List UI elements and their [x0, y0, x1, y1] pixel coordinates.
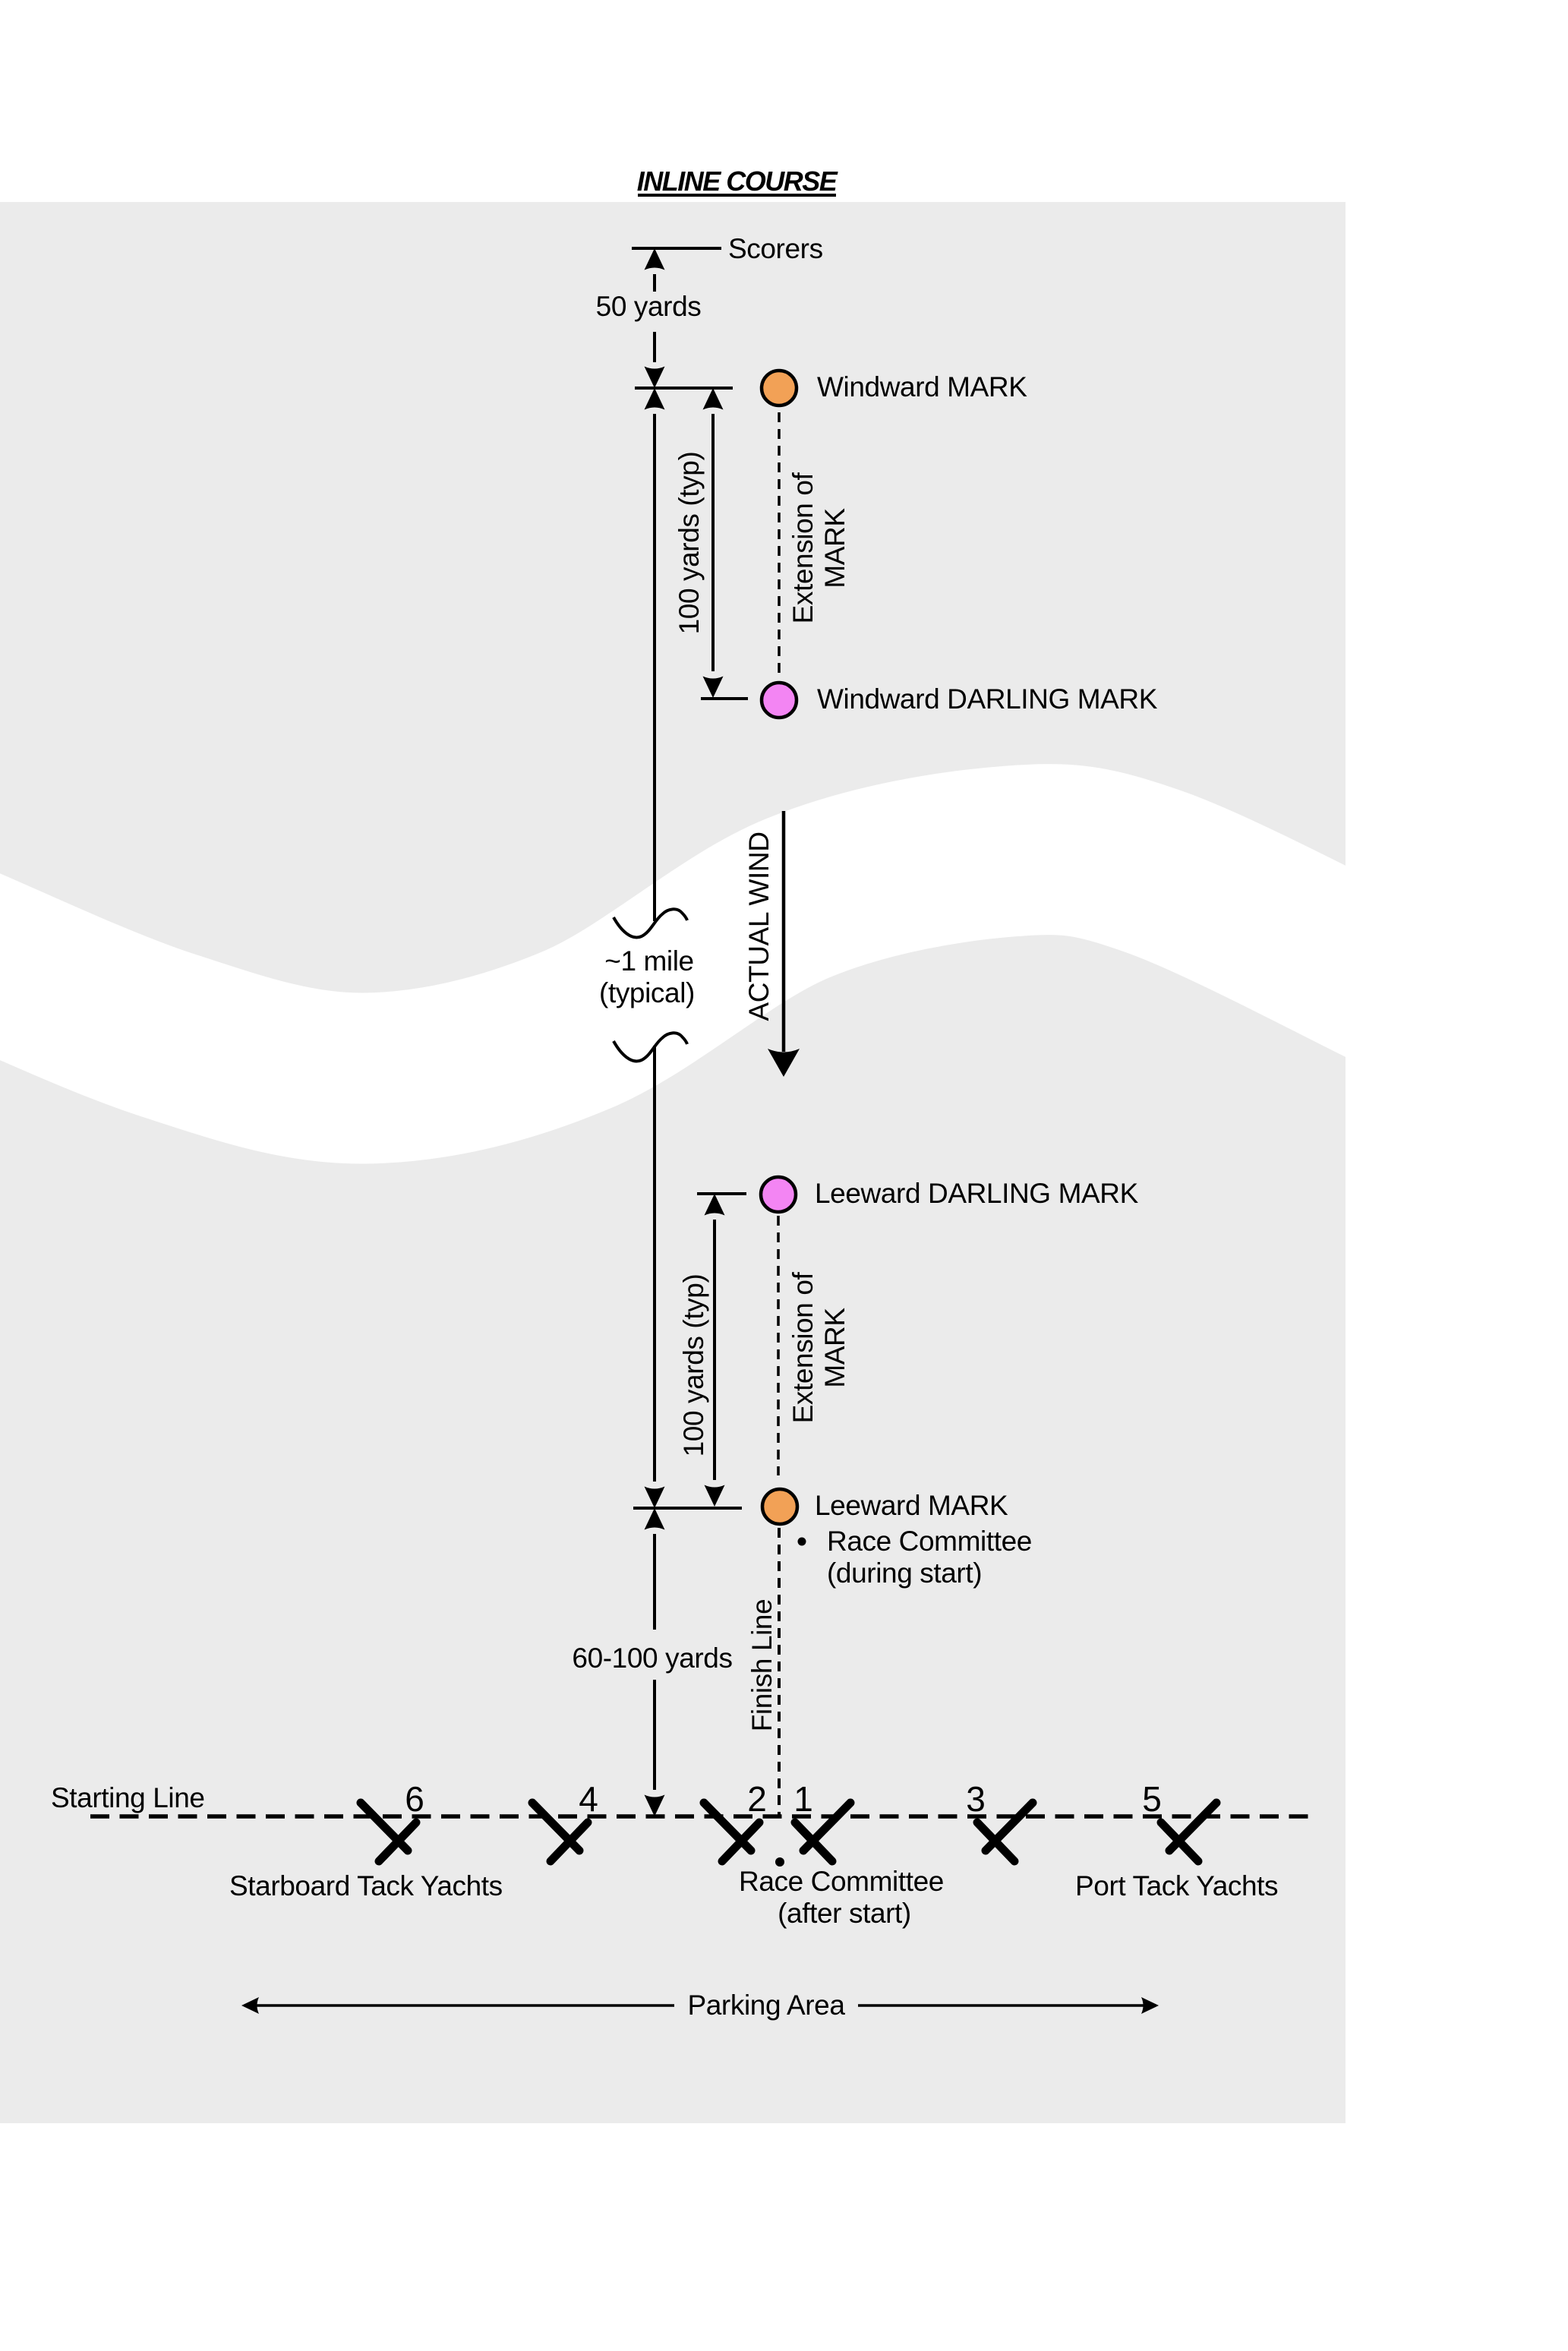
svg-text:50 yards: 50 yards: [596, 291, 702, 322]
svg-text:(after start): (after start): [778, 1898, 911, 1929]
svg-text:Scorers: Scorers: [728, 233, 823, 264]
svg-text:5: 5: [1142, 1779, 1162, 1819]
svg-text:3: 3: [966, 1779, 986, 1819]
svg-text:Leeward MARK: Leeward MARK: [815, 1490, 1008, 1521]
svg-text:(typical): (typical): [599, 977, 695, 1008]
svg-text:(during start): (during start): [827, 1557, 982, 1589]
svg-text:Windward MARK: Windward MARK: [817, 371, 1027, 402]
svg-text:1: 1: [793, 1779, 813, 1819]
svg-text:Windward DARLING MARK: Windward DARLING MARK: [817, 683, 1158, 715]
svg-text:6: 6: [405, 1779, 424, 1819]
svg-text:~1 mile: ~1 mile: [604, 945, 694, 977]
svg-text:INLINE COURSE: INLINE COURSE: [637, 166, 838, 197]
svg-text:Starboard Tack Yachts: Starboard Tack Yachts: [229, 1870, 503, 1901]
svg-text:MARK: MARK: [819, 508, 850, 589]
svg-text:Extension of: Extension of: [787, 1271, 819, 1423]
svg-text:100 yards (typ): 100 yards (typ): [678, 1274, 709, 1457]
svg-text:Starting Line: Starting Line: [51, 1782, 205, 1813]
svg-text:Extension of: Extension of: [787, 472, 819, 623]
svg-text:ACTUAL WIND: ACTUAL WIND: [743, 832, 775, 1021]
svg-text:Race Committee: Race Committee: [827, 1526, 1032, 1557]
svg-text:Finish Line: Finish Line: [746, 1599, 778, 1732]
svg-text:Port Tack Yachts: Port Tack Yachts: [1075, 1870, 1278, 1901]
svg-text:Parking Area: Parking Area: [687, 1990, 845, 2021]
svg-text:Leeward DARLING MARK: Leeward DARLING MARK: [815, 1178, 1139, 1209]
svg-text:100 yards (typ): 100 yards (typ): [674, 452, 705, 635]
svg-text:Race Committee: Race Committee: [739, 1866, 944, 1897]
svg-text:60-100 yards: 60-100 yards: [572, 1643, 732, 1674]
svg-text:2: 2: [747, 1779, 767, 1819]
svg-text:4: 4: [579, 1779, 598, 1819]
svg-text:MARK: MARK: [819, 1308, 850, 1388]
